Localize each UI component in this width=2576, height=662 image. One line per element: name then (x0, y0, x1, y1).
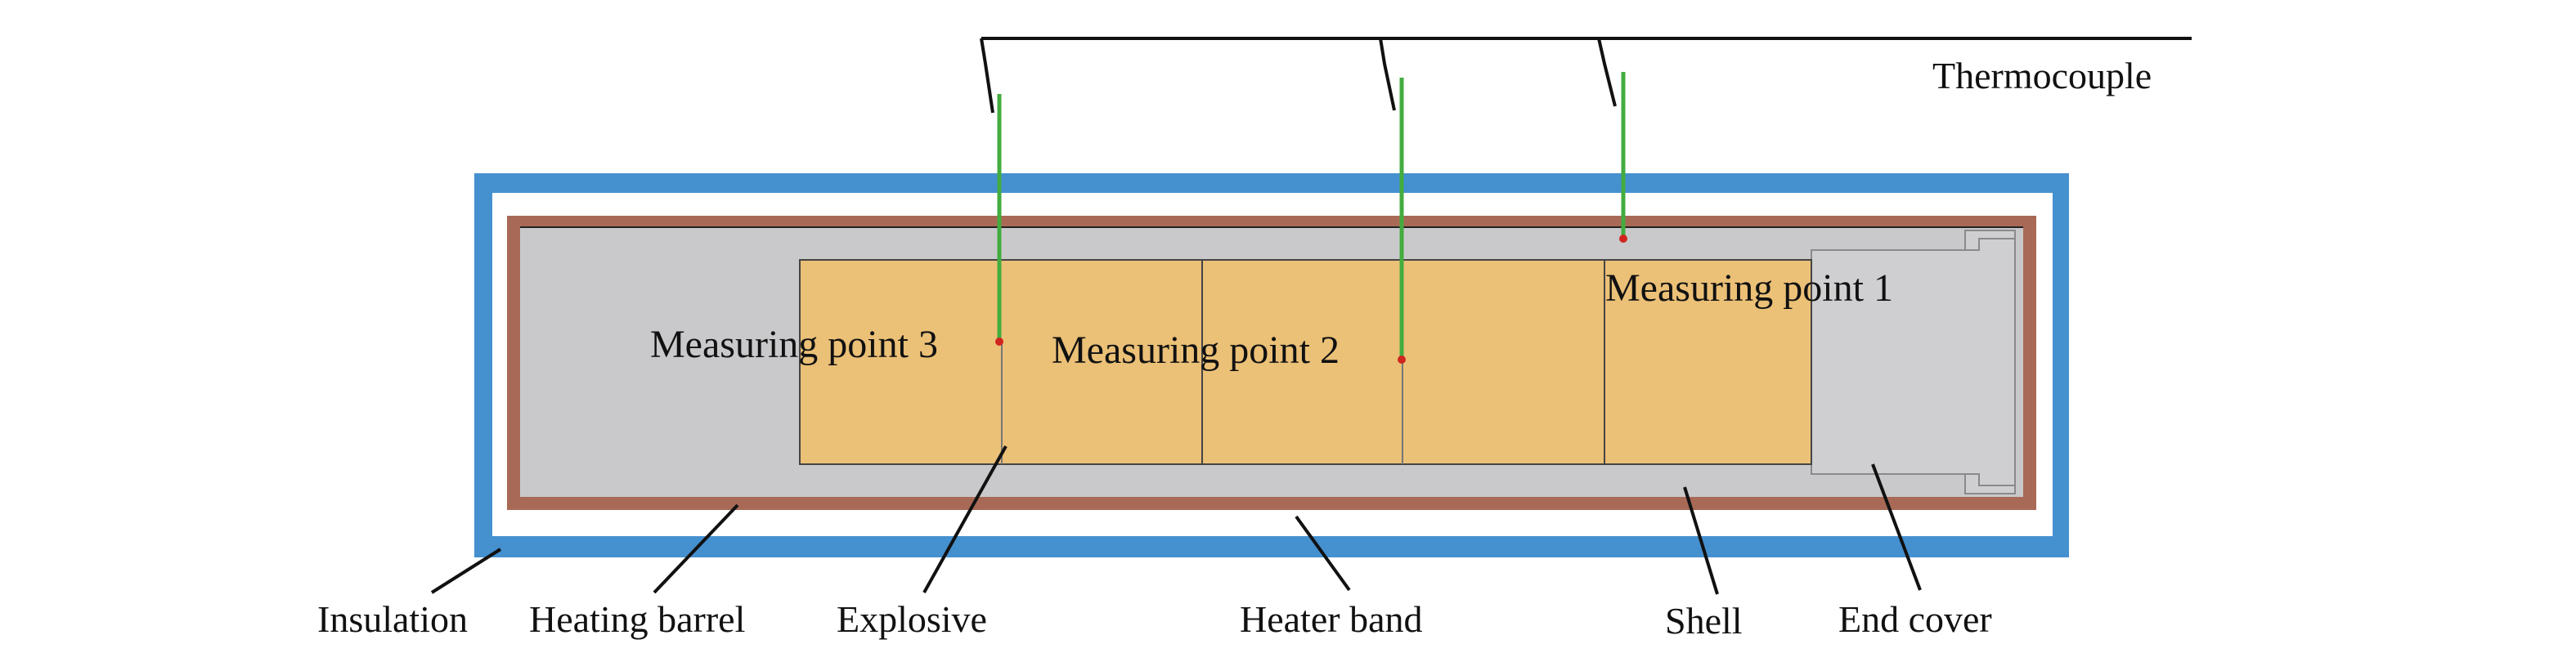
end-cover-step-top (1965, 238, 2015, 251)
leader-lines (430, 445, 1922, 595)
explosive-label: Explosive (837, 598, 987, 640)
end-cover-body (1811, 230, 2016, 494)
insulation-label: Insulation (317, 598, 468, 640)
measuring-point-2-label: Measuring point 2 (1052, 329, 1340, 372)
thermocouple-probes (997, 72, 1626, 360)
leader-end-cover (1871, 463, 1922, 591)
measuring-point-3-label: Measuring point 3 (650, 323, 938, 366)
end-cover (1811, 230, 2016, 494)
measuring-point-1-label: Measuring point 1 (1605, 266, 1893, 310)
thermocouple-lead-3 (980, 38, 994, 114)
thermocouple-label: Thermocouple (1932, 55, 2152, 96)
shell-label: Shell (1665, 600, 1743, 642)
thermocouple-lead-2 (1379, 38, 1396, 111)
leader-shell (1683, 486, 1719, 595)
measuring-point-2-marker (1398, 356, 1406, 364)
measuring-points (995, 235, 1627, 364)
leader-insulation (430, 548, 502, 594)
heater-band-label: Heater band (1240, 598, 1423, 640)
measuring-point-3-marker (995, 338, 1003, 346)
end-cover-step-bottom (1965, 473, 2015, 486)
leader-heating-barrel (653, 503, 739, 594)
heating-barrel-label: Heating barrel (529, 598, 745, 640)
leader-explosive (922, 445, 1008, 593)
text-labels: Thermocouple Measuring point 1 Measuring… (317, 55, 2152, 642)
thermocouple-lead-1 (1597, 38, 1617, 107)
end-cover-label: End cover (1838, 598, 1992, 640)
leader-heater-band (1295, 515, 1351, 592)
thermocouple-wiring (980, 37, 2192, 114)
measuring-point-1-marker (1619, 235, 1627, 243)
explosive-charge-3 (1604, 259, 1812, 465)
